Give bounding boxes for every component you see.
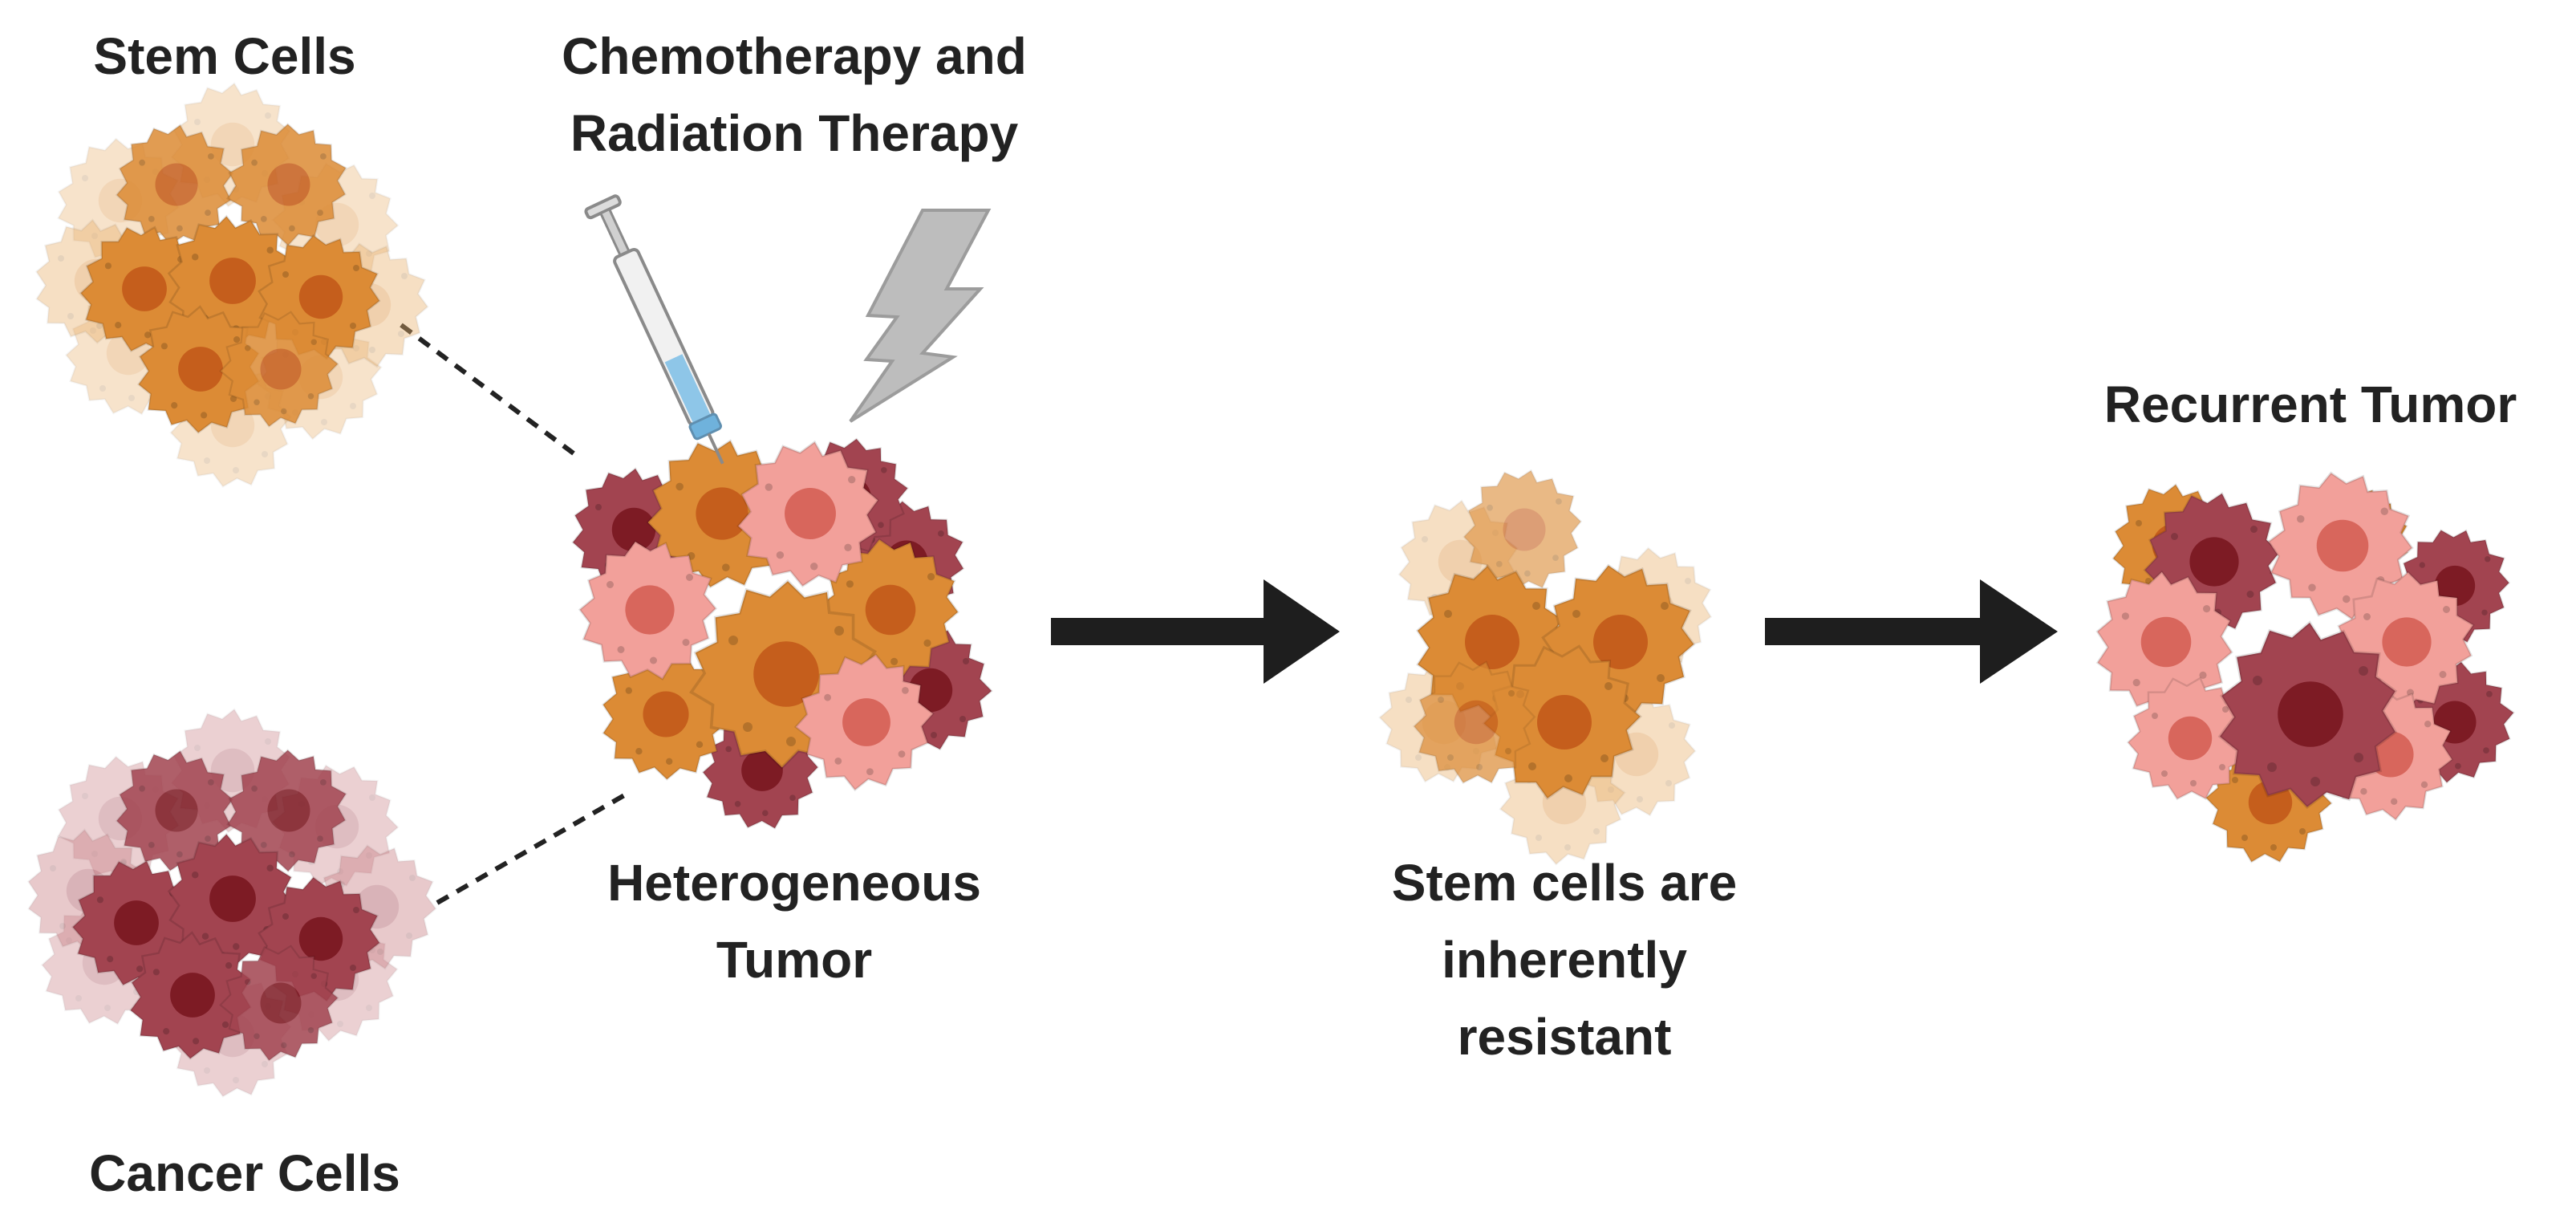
cell-icon [105,113,245,257]
cell-icon [770,627,959,817]
cell-icon [121,924,262,1067]
cell-icon [199,288,360,449]
cell-icon [596,644,733,786]
right-arrow-icon [1051,579,1340,684]
cell-icon [2112,661,2265,816]
stem-cells-label: Stem Cells [93,27,356,85]
heterogeneous-label-line2: Tumor [716,931,873,989]
cell-icon [2206,610,2411,819]
cell-icon [129,298,270,441]
cell-icon [1450,457,1595,603]
cancer-cells-label: Cancer Cells [89,1144,400,1202]
lightning-bolt-icon [849,209,992,423]
cell-icon [199,922,360,1083]
cell-icon [1455,614,1670,830]
cell-icon [559,520,737,700]
cell-icon [205,102,369,267]
cell-icon [164,830,298,969]
therapy-label-line2: Radiation Therapy [570,104,1019,162]
cell-icon [2245,449,2436,643]
syringe-icon [584,194,724,465]
heterogeneous-tumor-cluster [559,416,1016,846]
resistant-stem-cells-cluster [1357,457,1734,888]
cancer-cells-cluster [22,699,456,1111]
stem-cells-cluster [30,73,448,502]
cell-icon [105,739,245,883]
dashed-connector-stem [400,323,575,456]
resistant-label-line3: resistant [1457,1008,1672,1066]
resistant-label-line1: Stem cells are [1391,854,1738,912]
right-arrow-icon [1765,579,2058,684]
therapy-label-line1: Chemotherapy and [562,27,1027,85]
cell-icon [205,728,369,893]
recurrent-tumor-cluster [2089,449,2537,888]
heterogeneous-label-line1: Heterogeneous [607,854,981,912]
recurrent-tumor-label: Recurrent Tumor [2103,376,2517,433]
cell-icon [1398,645,1551,800]
cell-icon [724,428,893,600]
dashed-connector-cancer [436,792,627,905]
resistant-label-line2: inherently [1442,931,1687,989]
